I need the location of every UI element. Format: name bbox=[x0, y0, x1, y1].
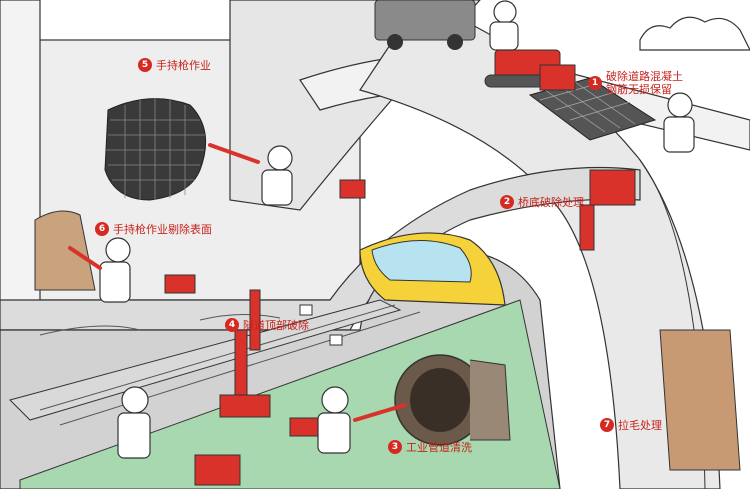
label-item-5: 5 手持枪作业 bbox=[138, 58, 211, 72]
tunnel-crown-rig bbox=[219, 289, 271, 418]
badge-2: 2 bbox=[500, 195, 514, 209]
label-item-3: 3 工业管道清洗 bbox=[388, 440, 472, 454]
truck-icon bbox=[374, 0, 476, 50]
rough-debris-surface bbox=[34, 210, 96, 291]
water-lance-icon bbox=[68, 143, 407, 422]
bridge-column bbox=[579, 204, 595, 251]
exposed-rebar-wall bbox=[104, 98, 207, 201]
pipe-icon bbox=[394, 354, 511, 446]
label-item-2: 2 桥底破除处理 bbox=[500, 195, 584, 209]
badge-5: 5 bbox=[138, 58, 152, 72]
roughened-patch bbox=[659, 329, 741, 471]
badge-1: 1 bbox=[588, 76, 602, 90]
badge-7: 7 bbox=[600, 418, 614, 432]
hydro-demolition-robot-icon bbox=[484, 49, 576, 91]
label-3-text: 工业管道清洗 bbox=[406, 440, 472, 454]
label-7-text: 拉毛处理 bbox=[618, 418, 662, 432]
label-item-1: 1 破除道路混凝土 钢筋无损保留 bbox=[588, 70, 683, 96]
badge-3: 3 bbox=[388, 440, 402, 454]
worker-icon bbox=[99, 0, 695, 459]
badge-6: 6 bbox=[95, 222, 109, 236]
label-item-4: 4 隧道顶部破除 bbox=[225, 318, 309, 332]
label-1-line1: 破除道路混凝土 bbox=[606, 70, 683, 83]
label-1-line2: 钢筋无损保留 bbox=[606, 83, 672, 96]
label-item-7: 7 拉毛处理 bbox=[600, 418, 662, 432]
label-2-text: 桥底破除处理 bbox=[518, 195, 584, 209]
label-6-text: 手持枪作业剔除表面 bbox=[113, 222, 212, 236]
label-item-6: 6 手持枪作业剔除表面 bbox=[95, 222, 212, 236]
badge-4: 4 bbox=[225, 318, 239, 332]
train-icon bbox=[359, 232, 506, 306]
label-4-text: 隧道顶部破除 bbox=[243, 318, 309, 332]
high-pressure-pump-icon bbox=[164, 169, 636, 486]
label-5-text: 手持枪作业 bbox=[156, 58, 211, 72]
